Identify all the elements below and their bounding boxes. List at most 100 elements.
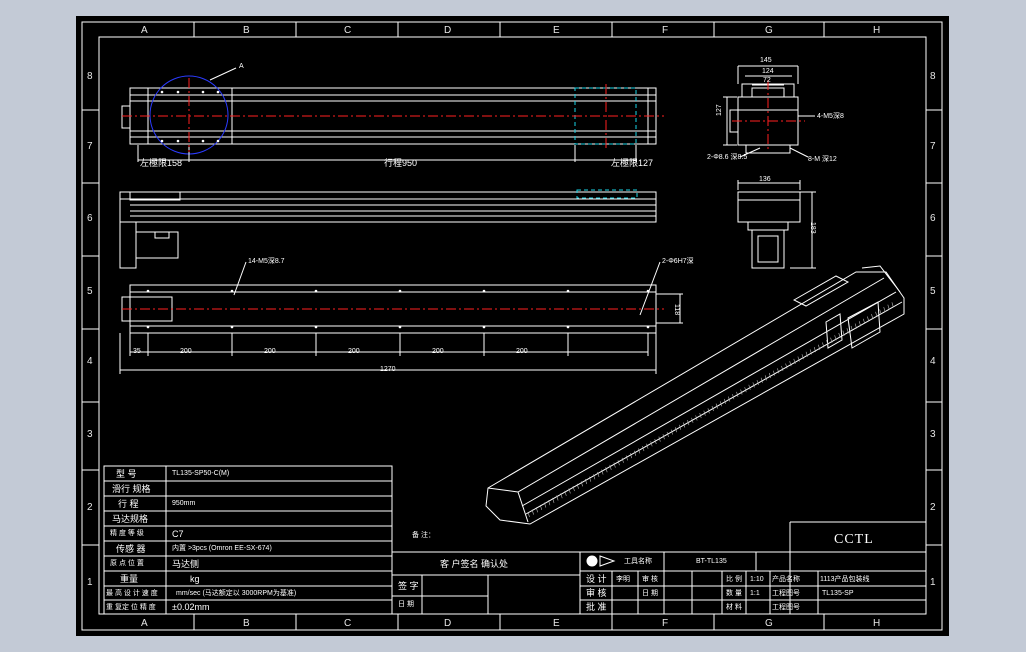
- notes-label: 备 注：: [412, 532, 435, 539]
- zone-col-a-top: A: [141, 25, 148, 36]
- hatch-mark: [764, 375, 767, 381]
- zone-row-8-left: 8: [87, 71, 93, 82]
- hatch-mark: [728, 396, 731, 402]
- part-number: TL135-SP: [822, 590, 854, 597]
- side-view: [119, 189, 657, 269]
- zone-col-c-bottom: C: [344, 618, 352, 629]
- dim-left-stroke: 左極限158: [140, 158, 183, 168]
- zone-row-1-right: 1: [930, 577, 936, 588]
- hatch-mark: [789, 361, 792, 367]
- date-label: 日 期: [642, 590, 658, 597]
- hatch-mark: [760, 377, 763, 383]
- hatch-mark: [850, 325, 853, 331]
- hatch-mark: [805, 351, 808, 357]
- hatch-mark: [863, 318, 866, 324]
- zone-col-d-top: D: [444, 25, 452, 36]
- zone-row-6-right: 6: [930, 213, 936, 224]
- zone-col-e-top: E: [553, 25, 560, 36]
- hatch-mark: [752, 382, 755, 388]
- hatch-mark: [683, 422, 686, 428]
- tool-code: BT-TL135: [696, 558, 727, 565]
- zone-col-g-bottom: G: [765, 618, 773, 629]
- hatch-mark: [740, 389, 743, 395]
- section-left-holes: 2-Φ8.6 深8.5: [707, 154, 748, 161]
- material-label: 材 料: [726, 604, 742, 611]
- outer-frame: [81, 21, 943, 631]
- hatch-mark: [842, 330, 845, 336]
- hatch-mark: [601, 469, 604, 475]
- centerlines: [122, 78, 805, 310]
- hatch-mark: [670, 429, 673, 435]
- qty-value: 1:1: [750, 590, 760, 597]
- hatch-mark: [605, 467, 608, 473]
- zone-col-g-top: G: [765, 25, 773, 36]
- hole-markers: [146, 90, 650, 329]
- spec-label-stroke: 行 程: [118, 499, 139, 509]
- dim-spacing-4: 200: [432, 348, 444, 355]
- holes-left-note: 14-M5深8.7: [248, 258, 285, 265]
- design-name: 李明: [616, 576, 630, 583]
- spec-label-model: 型 号: [116, 469, 137, 479]
- hatch-mark: [650, 441, 653, 447]
- hatch-mark: [715, 403, 718, 409]
- product-name: 1113产品包装线: [820, 576, 870, 583]
- zone-row-1-left: 1: [87, 577, 93, 588]
- drawing-label-2: 工程图号: [772, 604, 800, 611]
- title-block: [579, 521, 927, 615]
- dim-spacing-2: 200: [264, 348, 276, 355]
- hatch-mark: [785, 363, 788, 369]
- customer-header: 客 户签名 确认处: [440, 559, 509, 569]
- hatch-mark: [793, 358, 796, 364]
- zone-row-2-right: 2: [930, 502, 936, 513]
- hatch-mark: [756, 380, 759, 386]
- hatch-mark: [560, 493, 563, 499]
- spec-label-sensor: 传感 器: [116, 544, 146, 554]
- dim-overall: 1270: [380, 366, 396, 373]
- hatch-mark: [629, 453, 633, 459]
- hatch-mark: [744, 387, 747, 393]
- spec-label-motor: 马达规格: [112, 514, 149, 524]
- end-view: [737, 180, 816, 269]
- hatch-mark: [593, 474, 596, 480]
- spec-label-repeat: 重 复定 位 精 度: [106, 604, 156, 611]
- hatch-mark: [695, 415, 698, 421]
- approve-label: 批 准: [586, 602, 607, 612]
- zone-row-7-left: 7: [87, 141, 93, 152]
- zone-col-d-bottom: D: [444, 618, 452, 629]
- hatch-mark: [658, 436, 661, 442]
- hatch-mark: [687, 420, 690, 426]
- hatch-mark: [691, 417, 694, 423]
- hatch-mark: [654, 438, 657, 445]
- zone-row-3-right: 3: [930, 429, 936, 440]
- dim-spacing-3: 200: [348, 348, 360, 355]
- detail-callout: A: [239, 63, 244, 70]
- dim-height: 118: [673, 304, 680, 316]
- spec-value-speed: mm/sec (马达额定以 3000RPM为基准): [176, 590, 297, 597]
- hatch-mark: [875, 311, 878, 317]
- isometric-view: [485, 265, 905, 525]
- hatch-mark: [781, 365, 784, 372]
- spec-value-repeat: ±0.02mm: [172, 602, 210, 612]
- customer-date: 日 期: [398, 601, 414, 608]
- zone-row-6-left: 6: [87, 213, 93, 224]
- zone-row-3-left: 3: [87, 429, 93, 440]
- hatch-mark: [867, 316, 870, 322]
- zone-col-h-top: H: [873, 25, 881, 36]
- zone-row-4-left: 4: [87, 356, 93, 367]
- zone-col-e-bottom: E: [553, 618, 560, 629]
- drawing-label: 工程图号: [772, 590, 800, 597]
- hatch-mark: [642, 445, 645, 452]
- hatch-mark: [711, 405, 714, 412]
- hatch-mark: [580, 481, 583, 487]
- customer-block: [391, 551, 581, 615]
- zone-ticks: [82, 22, 942, 630]
- hatch-mark: [846, 328, 849, 334]
- hatch-mark: [576, 483, 579, 489]
- hatch-mark: [552, 497, 555, 503]
- spec-value-accuracy: C7: [172, 529, 184, 539]
- dim-127: 127: [716, 104, 723, 116]
- dim-124: 124: [762, 68, 774, 75]
- dim-145: 145: [760, 57, 772, 64]
- hatch-mark: [830, 337, 833, 343]
